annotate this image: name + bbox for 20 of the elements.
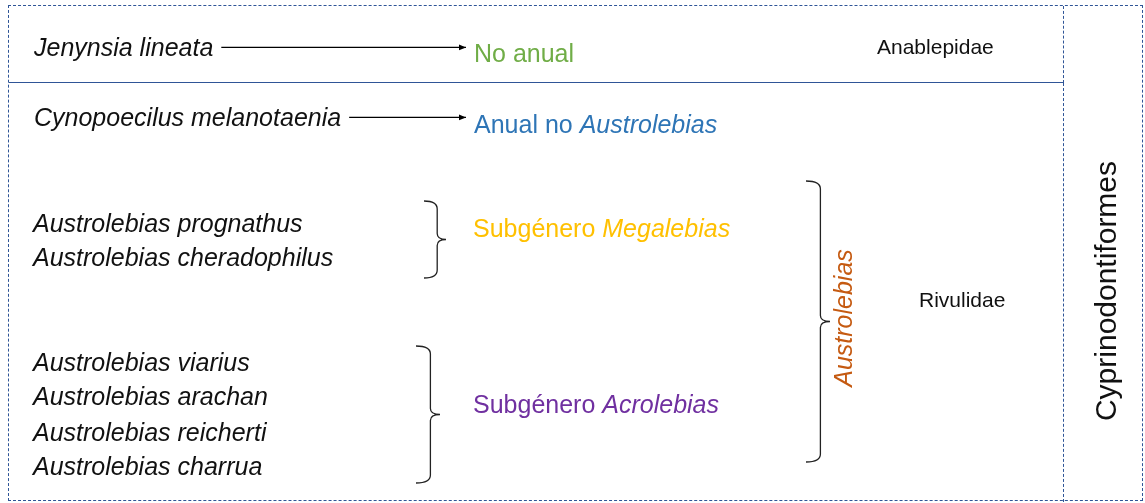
species-name: Cynopoecilus melanotaenia <box>34 103 342 132</box>
species-name: Austrolebias prognathus <box>33 209 303 238</box>
species-name: Jenynsia lineata <box>34 33 214 62</box>
species-name: Austrolebias cheradophilus <box>33 243 334 272</box>
family-label: Anablepidae <box>877 35 994 60</box>
family-band <box>9 6 1064 83</box>
species-name: Austrolebias viarius <box>33 348 250 377</box>
order-label: Cyprinodontiformes <box>1088 160 1123 422</box>
species-name: Austrolebias reicherti <box>33 418 267 447</box>
species-name: Austrolebias charrua <box>33 452 263 481</box>
genus-label: Austrolebias <box>828 249 858 387</box>
order-band <box>8 5 1143 501</box>
category-text: Anual no Austrolebias <box>474 110 718 139</box>
arrow <box>348 114 467 121</box>
category-text: No anual <box>474 39 575 68</box>
subgenus-label: Subgénero Acrolebias <box>473 390 719 419</box>
family-label: Rivulidae <box>919 288 1006 313</box>
arrow <box>220 44 467 51</box>
subgenus-label: Subgénero Megalebias <box>473 214 731 243</box>
species-name: Austrolebias arachan <box>33 382 268 411</box>
